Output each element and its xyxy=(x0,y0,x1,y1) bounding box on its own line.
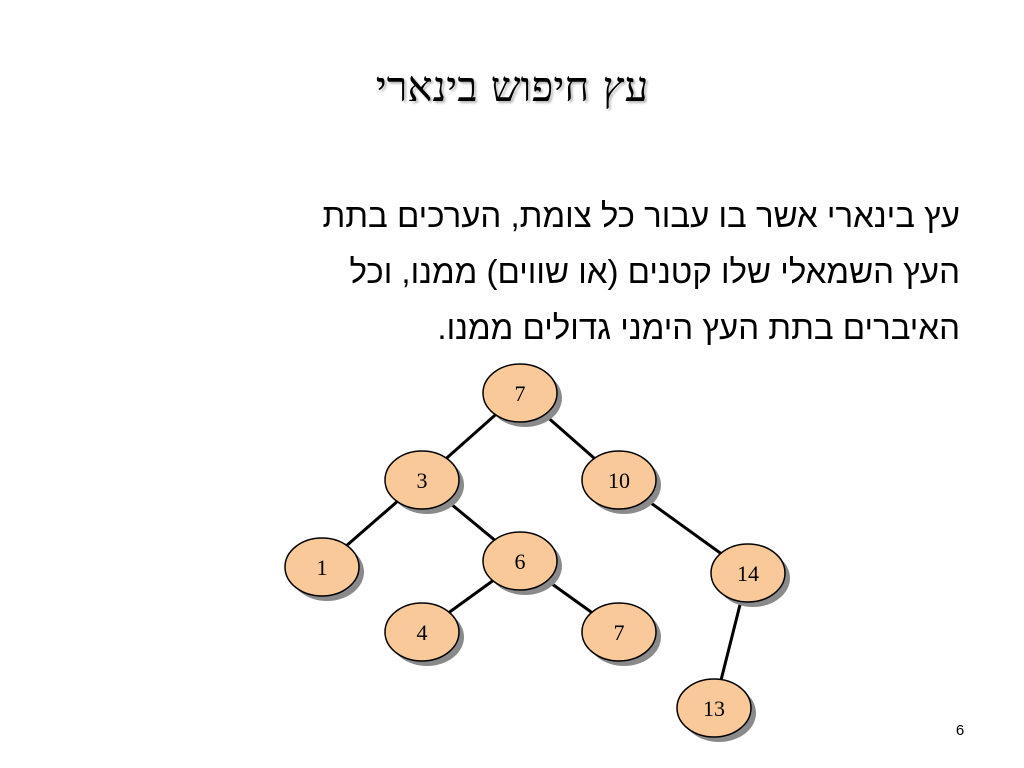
tree-node-circle xyxy=(710,543,786,603)
tree-node-circle xyxy=(581,602,657,662)
tree-node-circle xyxy=(482,363,558,423)
tree-nodes: 7 3 10 1 6 14 4 7 13 xyxy=(284,363,790,742)
tree-node-label: 13 xyxy=(703,696,725,721)
tree-node: 3 xyxy=(384,450,464,514)
tree-node: 10 xyxy=(581,450,661,514)
definition-line-2: העץ השמאלי שלו קטנים (או שווים) ממנו, וכ… xyxy=(349,253,960,290)
tree-node-circle xyxy=(482,531,558,591)
definition-line-1: עץ בינארי אשר בו עבור כל צומת, הערכים בת… xyxy=(322,197,960,234)
tree-node: 1 xyxy=(284,537,364,601)
tree-node: 7 xyxy=(581,602,661,666)
tree-node-label: 6 xyxy=(515,549,526,574)
definition-line-3: האיברים בתת העץ הימני גדולים ממנו. xyxy=(437,309,960,346)
definition-text: עץ בינארי אשר בו עבור כל צומת, הערכים בת… xyxy=(130,188,960,356)
tree-node-circle xyxy=(384,602,460,662)
tree-node-label: 1 xyxy=(317,555,328,580)
tree-node-label: 7 xyxy=(614,620,625,645)
tree-node-label: 4 xyxy=(417,620,428,645)
tree-node: 13 xyxy=(676,678,756,742)
tree-node: 14 xyxy=(710,543,790,607)
tree-node-circle xyxy=(384,450,460,510)
tree-node-label: 7 xyxy=(515,381,526,406)
tree-node-circle xyxy=(676,678,752,738)
tree-node: 6 xyxy=(482,531,562,595)
tree-node: 4 xyxy=(384,602,464,666)
tree-node-label: 3 xyxy=(417,468,428,493)
tree-node: 7 xyxy=(482,363,562,427)
tree-node-circle xyxy=(284,537,360,597)
tree-node-label: 10 xyxy=(608,468,630,493)
page-number: 6 xyxy=(955,722,965,739)
tree-node-label: 14 xyxy=(737,561,759,586)
tree-node-circle xyxy=(581,450,657,510)
slide-title: עץ חיפוש בינארי xyxy=(375,62,649,111)
